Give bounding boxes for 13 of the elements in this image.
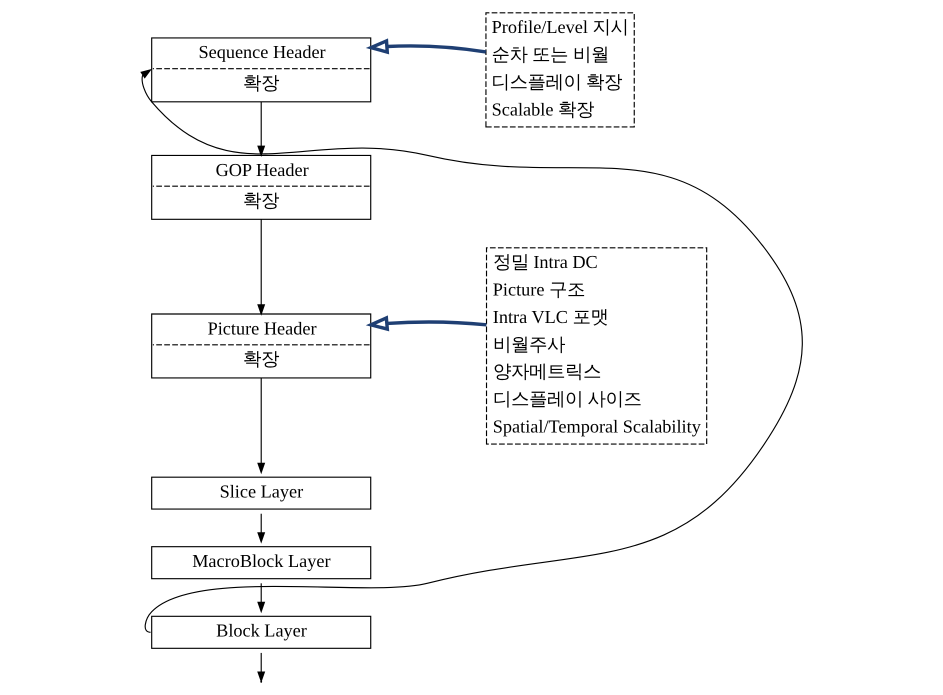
node-box: Profile/Level 지시 순차 또는 비월 디스플레이 확장 Scalable 확장 <box>484 12 634 128</box>
node-box: 정밀 Intra DC Picture 구조 Intra VLC 포맷 비월주사 양자메트릭스 디스플레이 사이즈 Spatial/Temporal Scalability <box>485 247 707 445</box>
arrow <box>256 378 265 474</box>
node-box: Slice Layer <box>150 476 371 510</box>
arrow <box>256 219 265 316</box>
arrow <box>365 315 486 332</box>
arrow <box>365 38 486 54</box>
arrow <box>140 68 802 632</box>
arrow <box>256 102 265 157</box>
node-box: MacroBlock Layer <box>150 546 371 580</box>
node-box: Block Layer <box>150 616 371 649</box>
arrow <box>256 583 265 614</box>
arrow <box>256 514 265 544</box>
